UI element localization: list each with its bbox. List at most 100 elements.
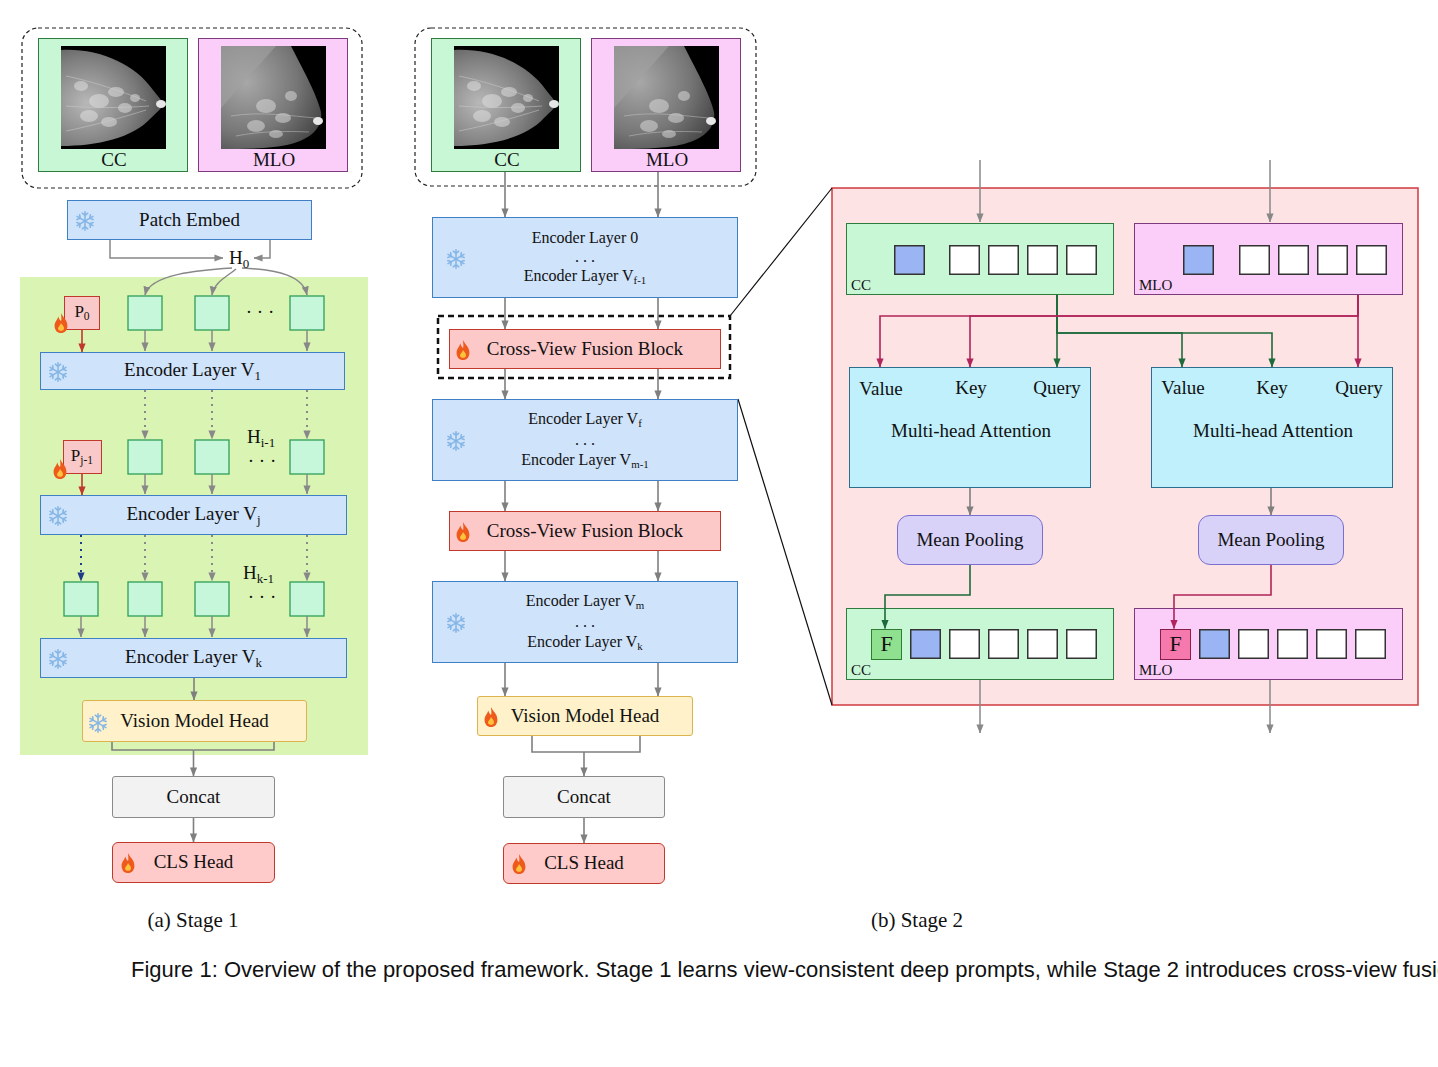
connector-line <box>657 551 659 581</box>
node-text: j-1 <box>80 454 93 467</box>
node-text: Encoder Layer V <box>527 633 637 650</box>
snow-graphic <box>445 612 467 634</box>
token-arrows <box>144 616 146 637</box>
text-line: F <box>880 631 892 657</box>
mamMLO-graphic <box>221 46 326 149</box>
flame-graphic <box>485 707 498 727</box>
encoder-box: Encoder Layer Vf. . .Encoder Layer Vm-1 <box>432 399 738 481</box>
connector-line <box>81 474 83 495</box>
node-text: f <box>638 417 642 429</box>
attention-box: ValueKeyQueryMulti-head Attention <box>849 367 1091 488</box>
caption-text: Figure 1: Overview of the proposed frame… <box>131 957 1438 982</box>
text-line: Encoder Layer Vf <box>528 409 642 430</box>
text-line: Mean Pooling <box>916 529 1023 552</box>
connector-leg <box>194 742 275 750</box>
connector <box>970 488 971 515</box>
encoder-box: Patch Embed <box>67 200 312 240</box>
figure-caption: Figure 1: Overview of the proposed frame… <box>131 953 1420 986</box>
connector <box>1174 565 1271 629</box>
text-stack: Concat <box>113 777 274 817</box>
token-arrows <box>254 240 270 258</box>
pooling-box: Mean Pooling <box>897 515 1043 565</box>
snow-graphic <box>76 212 95 230</box>
flame-graphic <box>452 521 474 543</box>
mamCC-graphic <box>61 46 166 149</box>
connector-line <box>1057 295 1272 367</box>
text-stack: Mean Pooling <box>1199 516 1343 564</box>
fused-token: F <box>1160 629 1191 660</box>
connector-line <box>657 481 659 511</box>
encoder-box: Encoder Layer Vj <box>40 495 347 535</box>
connector <box>505 172 506 217</box>
input-group-outline <box>415 28 756 186</box>
text-line: F <box>1169 631 1181 657</box>
whites4-graphic <box>1239 630 1386 659</box>
node-text: . . . <box>575 248 595 265</box>
connector-line <box>193 818 195 842</box>
flame-graphic <box>480 706 502 728</box>
text-stack: Encoder Layer 0. . .Encoder Layer Vf-1 <box>433 218 737 297</box>
flame-graphic <box>452 339 474 361</box>
cls-head-box: CLS Head <box>112 842 275 883</box>
highlight-outline <box>438 316 730 378</box>
node-text: MLO <box>646 149 688 171</box>
text-line: Encoder Layer Vm-1 <box>521 450 648 471</box>
node-text: Cross-View Fusion Block <box>487 520 683 541</box>
node-text: . . . <box>575 613 595 630</box>
dotted-arrows <box>144 390 146 439</box>
node-text: Encoder Layer V <box>125 646 255 667</box>
text-line: Encoder Layer 0 <box>532 228 639 247</box>
connector-line <box>504 481 506 511</box>
text-line: P0 <box>74 302 89 324</box>
text-label: · · · <box>246 301 274 323</box>
node-text: Mean Pooling <box>1217 529 1324 550</box>
token-arrows <box>1269 160 1271 222</box>
connector-line <box>504 172 506 217</box>
text-line: . . . <box>575 612 595 631</box>
text-label: · · · <box>248 450 276 472</box>
connector-line <box>583 818 585 843</box>
text-stack: Encoder Layer Vf. . .Encoder Layer Vm-1 <box>433 400 737 480</box>
connector-line <box>1270 488 1272 515</box>
subscript-label: i-1 <box>261 435 275 451</box>
token-box: F CC <box>846 608 1114 680</box>
snow-graphic <box>47 505 69 527</box>
mamCC-graphic <box>454 46 559 149</box>
concat-box: Concat <box>503 776 665 818</box>
connector-line <box>1357 295 1359 367</box>
connector <box>1057 295 1272 367</box>
connector-line <box>583 752 585 776</box>
text-stack: Encoder Layer Vm. . . Encoder Layer Vk <box>433 582 737 662</box>
snow-graphic <box>49 650 68 668</box>
dotted-arrows <box>306 390 308 439</box>
node-text: CC <box>494 149 519 171</box>
mamMLO-graphic <box>614 46 719 149</box>
flame-graphic <box>50 312 72 334</box>
text-stack: CLS Head <box>113 843 274 882</box>
snow-graphic <box>47 648 69 670</box>
snow-graphic <box>447 250 466 268</box>
connector-leg <box>112 742 194 750</box>
text-line: Encoder Layer Vk <box>527 632 642 653</box>
text-line: Pj-1 <box>71 446 93 468</box>
connector <box>505 551 506 581</box>
encoder-box: Encoder Layer V1 <box>40 352 345 390</box>
node-text: Vision Model Head <box>511 705 660 726</box>
node-text: Encoder Layer V <box>526 592 636 609</box>
node-text: CC <box>851 662 871 679</box>
connector <box>1057 295 1182 367</box>
text-line: Encoder Layer Vf-1 <box>524 266 647 287</box>
text-stack: P0 <box>65 297 99 329</box>
connector <box>82 330 83 352</box>
token-arrows <box>211 616 213 637</box>
text-stack: Vision Model Head <box>478 697 692 735</box>
encoder-box: Encoder Layer Vm. . . Encoder Layer Vk <box>432 581 738 663</box>
token-arrows <box>979 680 981 733</box>
node-text: MLO <box>253 149 295 171</box>
node-text: Multi-head Attention <box>891 420 1051 442</box>
token-arrows <box>242 268 307 295</box>
snow-graphic <box>89 714 108 732</box>
text-label: (b) Stage 2 <box>871 908 963 933</box>
node-text: F <box>1169 631 1181 656</box>
text-line: Encoder Layer Vm <box>526 591 644 612</box>
